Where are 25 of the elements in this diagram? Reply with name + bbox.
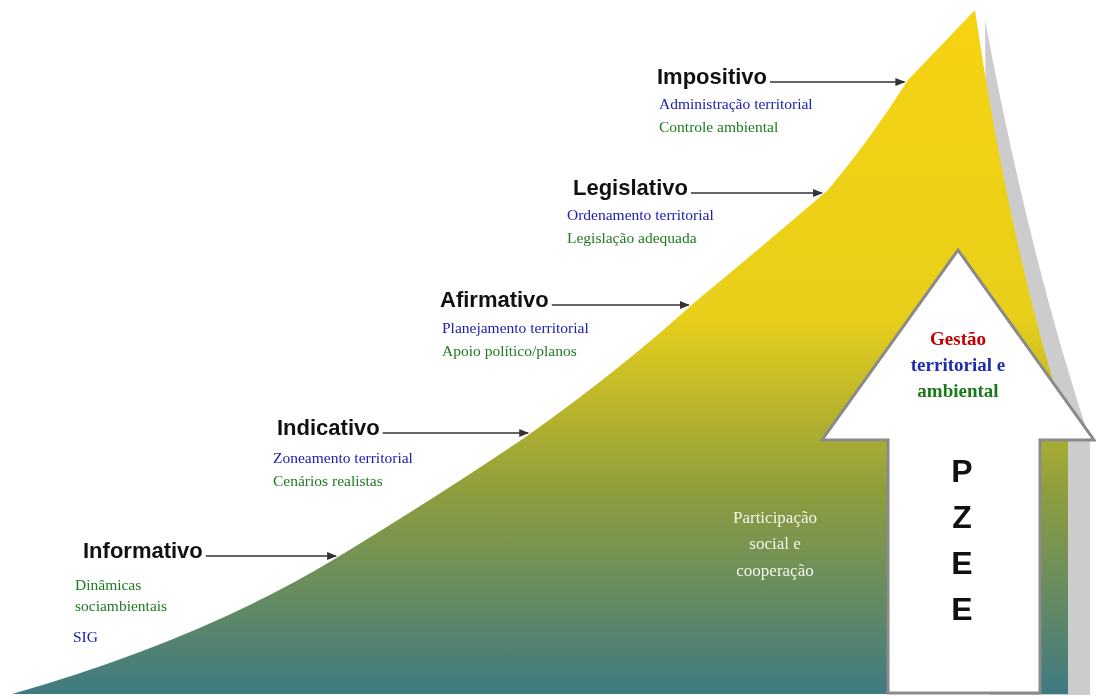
stage-detail: Ordenamento territorial [567, 205, 714, 225]
stage-detail: Administração territorial [659, 94, 813, 114]
vertical-acronym: PZEE [950, 452, 974, 629]
arrow-label: territorial e [909, 353, 1007, 377]
arrow-label: Gestão [929, 327, 987, 351]
stage-detail: Planejamento territorial [442, 318, 589, 338]
stage-detail: Legislação adequada [567, 227, 697, 248]
arrow [382, 429, 530, 437]
stage-detail: SIG [73, 626, 98, 647]
stage-detail: Controle ambiental [659, 116, 779, 137]
stage-heading: Informativo [83, 537, 203, 565]
arrow [769, 78, 906, 86]
stage-detail: Apoio político/planos [442, 340, 577, 361]
arrow [551, 301, 690, 309]
arrow [690, 189, 824, 197]
stage-heading: Indicativo [277, 414, 380, 442]
arrow [205, 552, 338, 560]
stage-heading: Afirmativo [440, 286, 549, 314]
stage-detail: Dinâmicas sociambientais [75, 575, 169, 616]
arrow-label: ambiental [916, 379, 1000, 403]
stage-detail: Cenários realistas [273, 470, 383, 491]
mountain-label: Participação social e cooperação [732, 507, 818, 582]
stage-heading: Impositivo [657, 63, 767, 91]
stage-detail: Zoneamento territorial [273, 448, 413, 468]
stage-heading: Legislativo [573, 174, 688, 202]
